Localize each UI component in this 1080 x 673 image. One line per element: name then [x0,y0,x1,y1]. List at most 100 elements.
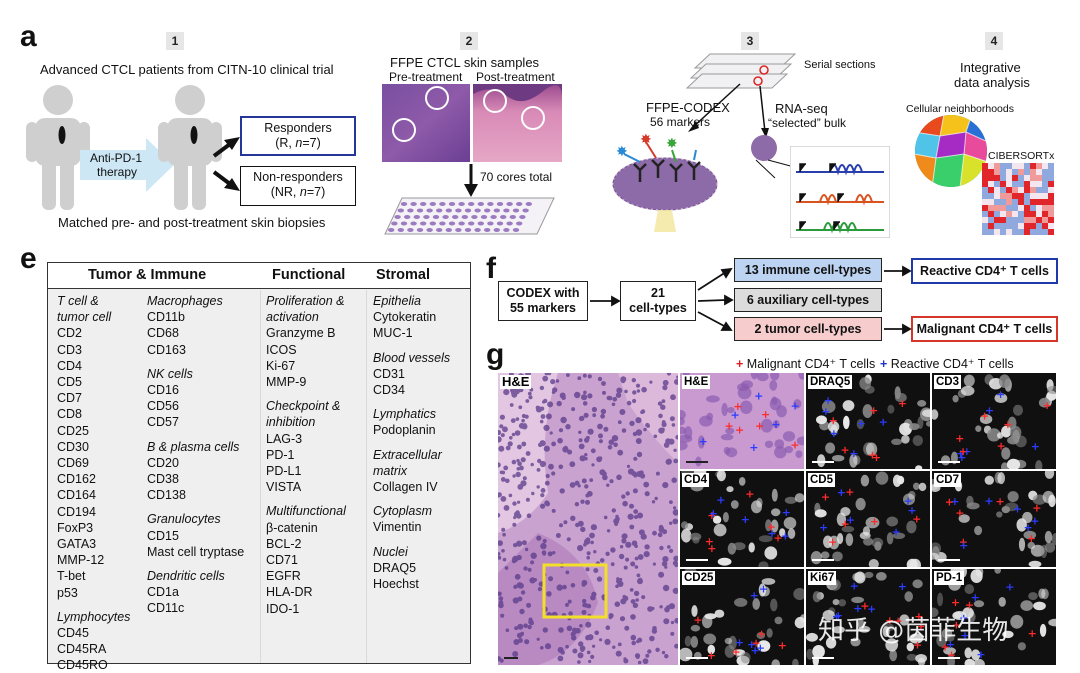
nucleus [516,582,523,589]
nucleus [621,533,627,540]
nucleus [617,449,624,456]
nucleus [512,597,519,604]
heatmap-cell [994,199,1000,205]
cell-blob [858,625,871,633]
nucleus [633,590,640,597]
cell-blob [984,475,994,485]
nucleus [662,529,668,535]
nucleus [559,488,565,494]
heatmap-cell [1006,163,1012,169]
cell-blob [997,432,1004,439]
nucleus [579,415,585,421]
reactive-cell-marker: + [984,495,993,508]
nucleus [577,484,581,488]
marker-name: CD7 [57,391,83,406]
nucleus [636,573,641,578]
nucleus [599,558,605,563]
cell-blob [810,551,822,565]
cell-blob [998,597,1006,607]
heatmap-cell [1000,169,1006,175]
cell-blob [1041,588,1049,600]
tma-core [500,215,507,219]
heatmap-cell [982,229,988,235]
marker-name: EGFR [266,569,301,584]
nucleus [602,390,606,395]
tma-core [413,215,420,219]
cell-blob [720,433,734,441]
cell-blob [722,512,729,523]
cell-blob [840,507,851,516]
nucleus [636,470,643,478]
heatmap-cell [1006,193,1012,199]
reactive-cell-marker: + [946,638,955,651]
nucleus [500,496,507,502]
nucleus [512,501,517,506]
marker-name: CD138 [147,488,186,503]
reactive-cell-marker: + [850,579,859,592]
cell-blob [892,474,902,487]
responders-count: (R, n=7) [275,136,321,150]
tma-core [487,221,494,226]
cell-blob [760,418,773,433]
cell-blob [806,648,814,660]
reactive-cell-marker: + [754,390,763,403]
reactive-cell-marker: + [1031,440,1040,453]
tma-core [416,208,424,213]
marker-category-label: NK cells [147,366,193,381]
nucleus [556,400,562,407]
nucleus [536,468,541,472]
marker-name: CD2 [57,326,83,341]
tma-core [522,208,529,213]
nucleus [503,505,510,511]
tma-core [506,221,513,226]
tile-cd4: ++++++++++++CD4 [680,471,804,567]
nucleus [597,423,603,430]
nucleus [660,427,665,432]
cell-blob [887,404,895,414]
marker-category-label: Extracellular [373,447,442,462]
tile-label: CD3 [934,375,962,389]
nucleus [609,479,614,484]
nucleus [601,381,606,386]
nucleus [498,602,504,609]
nucleus [634,556,639,561]
heatmap-cell [982,181,988,187]
reactive-cell-marker: + [950,495,959,508]
cell-blob [794,616,804,629]
nucleus [578,443,585,450]
heatmap-cell [1024,169,1030,175]
marker-name: CD34 [373,383,405,398]
nucleus [619,616,626,622]
heatmap-cell [988,175,994,181]
cell-blob [825,442,836,454]
nucleus [521,441,527,447]
cell-blob [820,551,830,559]
responders-label: Responders [264,121,332,135]
nucleus [581,478,587,484]
nucleus [631,378,636,383]
nucleus [512,474,516,478]
heatmap-cell [1036,199,1042,205]
nucleus [540,493,545,498]
cell-blob [832,551,843,562]
tma-core [397,228,404,232]
tma-core [420,202,427,206]
marker-category-label: Lymphocytes [57,609,131,624]
heatmap-cell [1042,175,1048,181]
marker-name: VISTA [266,480,302,495]
nucleus [581,579,588,586]
nucleus [606,529,611,533]
tma-core [496,221,504,226]
cell-blob [751,500,762,514]
heatmap-cell [1012,211,1018,217]
heatmap-cell [1036,169,1042,175]
cell-blob [740,400,753,414]
legend-reactive-plus: + [880,357,888,371]
reactive-cell-marker: + [741,513,750,526]
marker-name: Collagen IV [373,480,438,495]
nucleus [612,396,618,402]
heatmap-cell [988,199,994,205]
cell-blob [904,591,913,602]
nucleus [643,427,647,432]
cell-blob [827,421,840,433]
